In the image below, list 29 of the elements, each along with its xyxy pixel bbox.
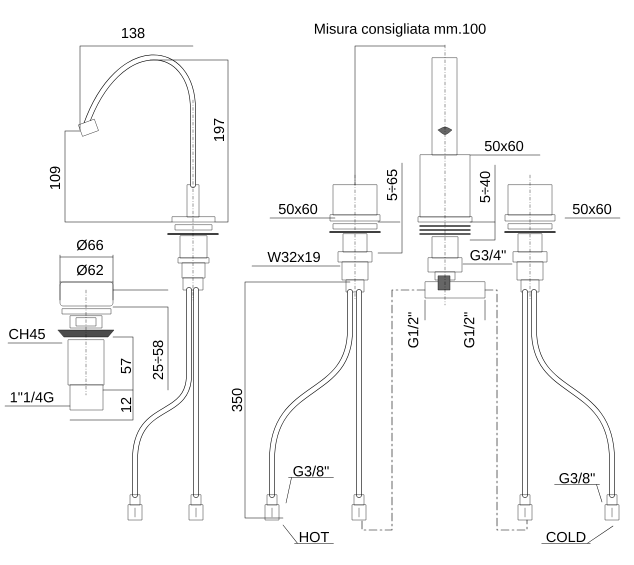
thread-label: G3/4"	[462, 250, 512, 264]
thread-label: G1/2"	[408, 312, 418, 348]
thread-label: CH45	[8, 328, 62, 344]
leader-line	[282, 524, 298, 544]
note-text: Misura consigliata mm.100	[314, 23, 486, 37]
dimension-label: Ø62	[76, 264, 103, 276]
thread-label: HOT	[294, 532, 334, 544]
dimension-label: 350	[232, 388, 242, 412]
dimension-label: 50x60	[270, 204, 336, 218]
dimension-label: 50x60	[470, 140, 540, 156]
thread-label: W32x19	[252, 252, 340, 266]
thread-label: G3/8"	[288, 466, 334, 478]
dimension-label: 50x60	[564, 204, 620, 218]
leader-line	[587, 526, 614, 544]
dimension-label: Ø66	[76, 240, 104, 250]
dimension-label: 25÷58	[152, 340, 164, 380]
leader-line	[596, 484, 602, 502]
thread-label: G1/2"	[464, 312, 474, 348]
dimension-label: 12	[120, 398, 132, 412]
thread-label: COLD	[541, 532, 591, 544]
thread-label: G3/8"	[554, 472, 600, 485]
leader-line	[286, 477, 292, 504]
dimension-label: 5÷65	[386, 170, 398, 200]
dimension-label: 5÷40	[480, 172, 490, 202]
dimension-label: 109	[50, 166, 60, 189]
dimension-label: 138	[122, 28, 144, 38]
dimension-label: 57	[120, 358, 132, 374]
dimension-label: 197	[214, 118, 224, 141]
thread-label: 1"1/4G	[4, 392, 70, 406]
